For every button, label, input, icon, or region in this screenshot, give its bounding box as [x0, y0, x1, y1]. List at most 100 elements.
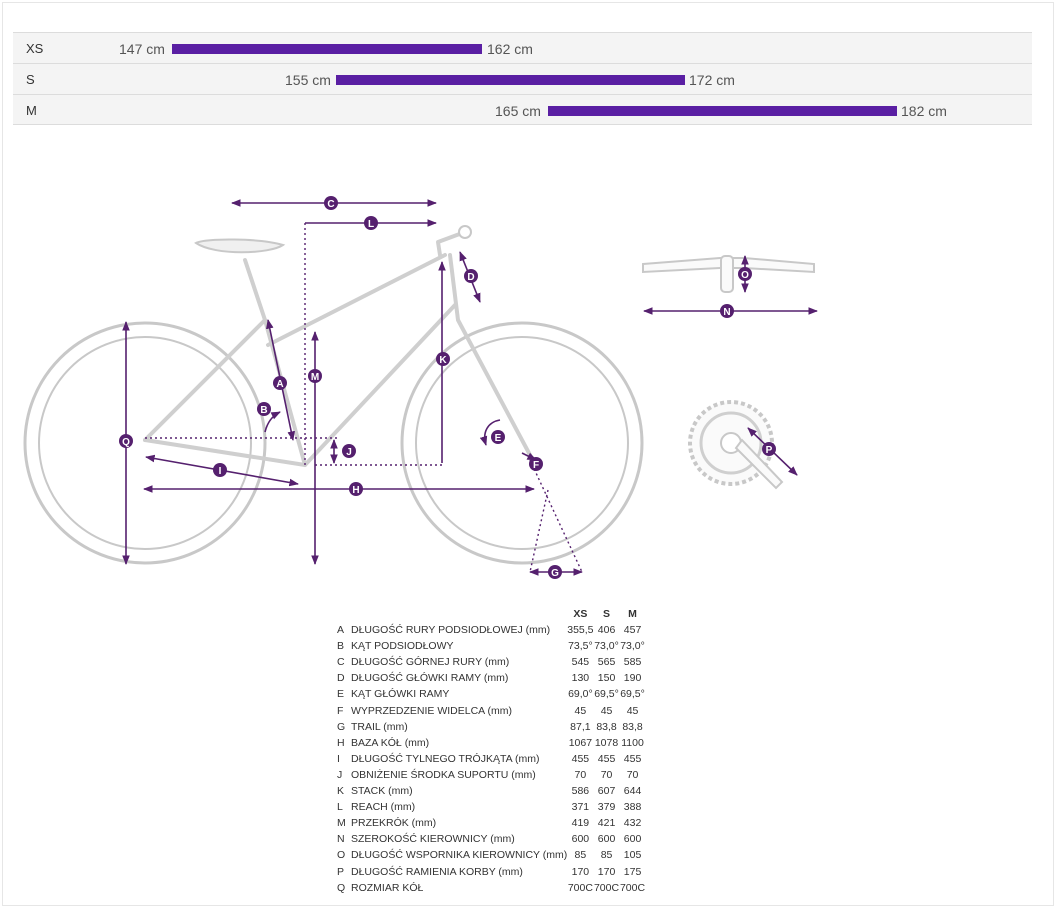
row-value: 455: [571, 752, 590, 765]
row-value: 700C: [567, 881, 593, 894]
geometry-header-row: XS S M: [333, 606, 646, 622]
crankset-detail: [688, 400, 798, 490]
row-letter: G: [337, 720, 346, 733]
row-letter: Q: [337, 881, 346, 894]
row-letter: H: [337, 736, 345, 749]
row-value: 585: [623, 656, 642, 669]
row-value: 190: [623, 672, 642, 685]
marker-k: K: [436, 352, 450, 366]
marker-m: M: [308, 369, 322, 383]
svg-text:A: A: [276, 379, 283, 390]
row-value: 432: [623, 817, 642, 830]
size-row-s: S 155 cm 172 cm: [13, 63, 1032, 94]
row-value: 45: [574, 704, 587, 717]
rear-wheel: [23, 321, 267, 565]
row-letter: D: [337, 672, 345, 685]
row-value: 406: [597, 624, 616, 637]
row-value: 170: [571, 865, 590, 878]
row-value: 1078: [594, 736, 619, 749]
row-value: 457: [623, 624, 642, 637]
row-value: 70: [626, 768, 639, 781]
row-value: 545: [571, 656, 590, 669]
svg-text:N: N: [723, 307, 730, 318]
range-max-label: 162 cm: [487, 41, 533, 57]
marker-e: E: [491, 430, 505, 444]
row-name: DŁUGOŚĆ RURY PODSIODŁOWEJ (mm): [351, 624, 551, 637]
geometry-row: D DŁUGOŚĆ GŁÓWKI RAMY (mm) 130 150 190: [333, 670, 646, 686]
row-name: DŁUGOŚĆ GŁÓWKI RAMY (mm): [351, 672, 509, 685]
svg-text:E: E: [495, 433, 502, 444]
range-min-label: 165 cm: [495, 103, 541, 119]
svg-text:I: I: [219, 466, 222, 477]
row-value: 600: [571, 833, 590, 846]
row-name: BAZA KÓŁ (mm): [351, 736, 430, 749]
row-value: 70: [600, 768, 613, 781]
row-letter: A: [337, 624, 345, 637]
row-letter: M: [337, 817, 346, 830]
row-value: 69,0°: [568, 688, 593, 701]
row-value: 85: [574, 849, 587, 862]
row-name: DŁUGOŚĆ GÓRNEJ RURY (mm): [351, 656, 510, 669]
row-value: 455: [623, 752, 642, 765]
row-value: 175: [623, 865, 642, 878]
svg-text:Q: Q: [122, 437, 130, 448]
svg-text:K: K: [439, 355, 447, 366]
bike-frame: [143, 230, 532, 467]
row-letter: J: [337, 768, 343, 781]
row-letter: L: [337, 801, 343, 814]
marker-l: L: [364, 216, 378, 230]
row-value: 150: [597, 672, 616, 685]
row-letter: E: [337, 688, 345, 701]
svg-text:O: O: [741, 270, 749, 281]
row-value: 130: [571, 672, 590, 685]
svg-text:H: H: [352, 485, 359, 496]
marker-f: F: [529, 457, 543, 471]
row-value: 83,8: [596, 720, 617, 733]
row-value: 455: [597, 752, 616, 765]
row-value: 1100: [621, 736, 644, 749]
row-letter: N: [337, 833, 345, 846]
row-name: TRAIL (mm): [351, 720, 408, 733]
marker-n: N: [720, 304, 734, 318]
row-value: 69,5°: [620, 688, 645, 701]
marker-a: A: [273, 376, 287, 390]
column-header: S: [603, 608, 611, 620]
dimension-lines: [122, 199, 583, 576]
row-letter: F: [337, 704, 344, 717]
row-value: 73,5°: [568, 640, 593, 653]
height-range-bar: [172, 44, 482, 54]
row-name: PRZEKRÓK (mm): [351, 817, 437, 830]
size-row-m: M 165 cm 182 cm: [13, 94, 1032, 125]
marker-o: O: [738, 267, 752, 281]
row-name: KĄT GŁÓWKI RAMY: [351, 688, 450, 701]
row-value: 586: [571, 785, 590, 798]
row-value: 83,8: [622, 720, 643, 733]
size-label: XS: [26, 41, 44, 56]
marker-i: I: [213, 463, 227, 477]
row-value: 421: [597, 817, 616, 830]
row-name: DŁUGOŚĆ RAMIENIA KORBY (mm): [351, 865, 523, 878]
svg-text:F: F: [533, 460, 539, 471]
range-min-label: 155 cm: [285, 72, 331, 88]
range-max-label: 182 cm: [901, 103, 947, 119]
row-value: 73,0°: [620, 640, 645, 653]
reference-lines: [145, 223, 583, 573]
row-letter: P: [337, 865, 345, 878]
dimension-markers: A B C D E F G H I J K L M N O P Q: [119, 196, 776, 579]
saddle: [194, 238, 286, 254]
marker-q: Q: [119, 434, 133, 448]
row-value: 70: [574, 768, 587, 781]
row-value: 700C: [619, 881, 646, 894]
